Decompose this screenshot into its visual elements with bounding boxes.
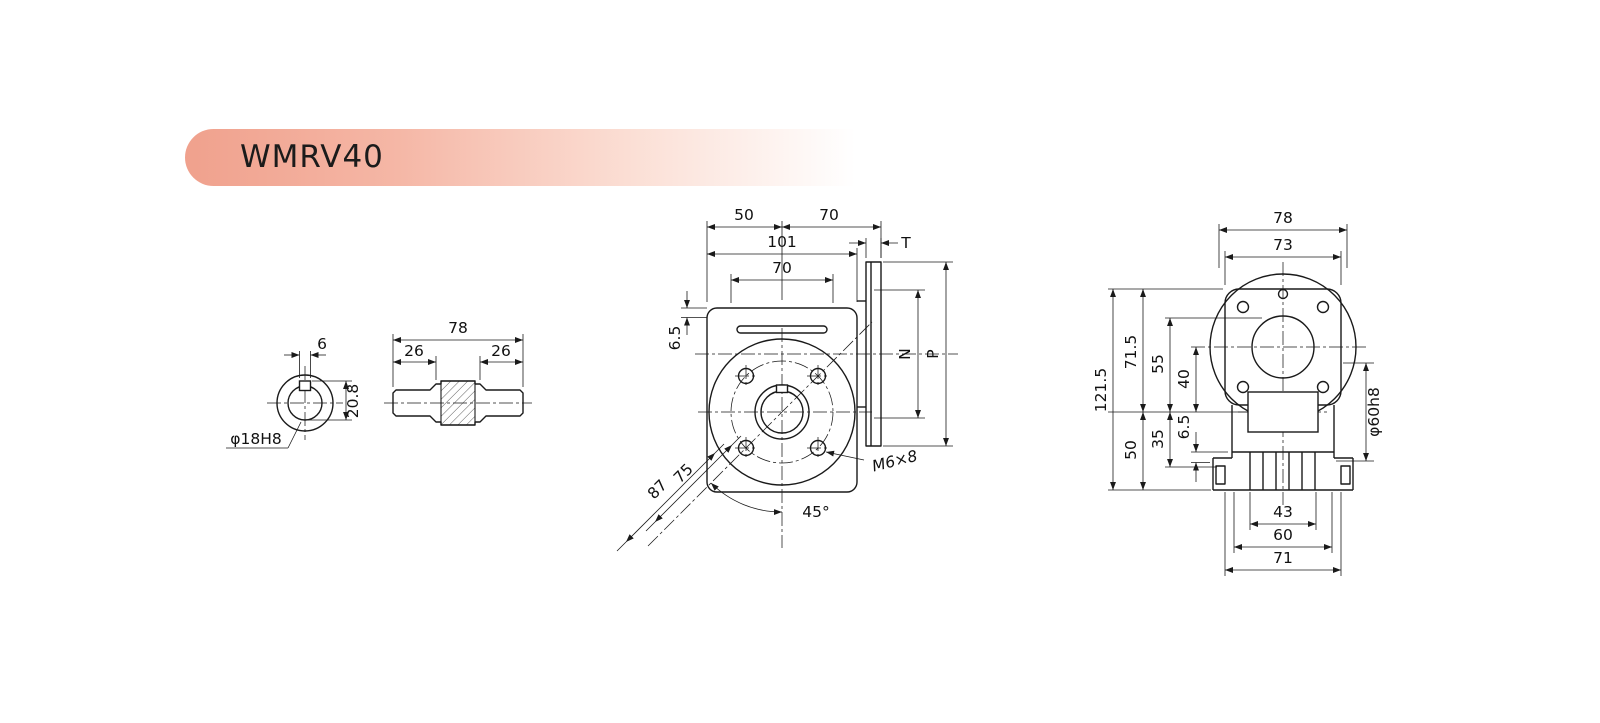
output-keyway bbox=[775, 384, 789, 394]
dim-front-N: N bbox=[896, 348, 914, 360]
tap-label: M6×8 bbox=[870, 447, 919, 476]
dim-front-T: T bbox=[900, 234, 911, 252]
dim-front-75: 75 bbox=[670, 460, 697, 487]
worm-section-hatch bbox=[440, 380, 476, 426]
model-title: WMRV40 bbox=[240, 139, 384, 175]
dim-keyway-depth: 20.8 bbox=[344, 384, 362, 419]
gearbox-side-view: 78 73 121.5 71.5 50 55 35 bbox=[1092, 209, 1383, 576]
dim-front-50: 50 bbox=[734, 206, 754, 224]
dim-front-70-top: 70 bbox=[819, 206, 839, 224]
bolt-circle bbox=[730, 360, 834, 464]
dim-front-P: P bbox=[924, 349, 942, 358]
foot-slot bbox=[1215, 465, 1226, 485]
dim-keyway-width: 6 bbox=[317, 335, 327, 353]
output-hub-block bbox=[1247, 391, 1319, 433]
dim-side-78: 78 bbox=[1273, 209, 1293, 227]
top-slot bbox=[736, 325, 828, 334]
dim-side-43: 43 bbox=[1273, 503, 1293, 521]
flange-bolt-hole bbox=[1236, 380, 1250, 394]
gearbox-front-view: 50 70 101 70 6.5 T bbox=[616, 206, 958, 552]
dim-front-angle: 45° bbox=[802, 503, 829, 521]
dim-front-87: 87 bbox=[644, 476, 671, 503]
dim-shaft-right: 26 bbox=[491, 342, 511, 360]
dim-side-35: 35 bbox=[1149, 429, 1167, 449]
top-screw-hole bbox=[1277, 288, 1289, 300]
flange-bolt-hole bbox=[1236, 300, 1250, 314]
dim-side-6-5: 6.5 bbox=[1175, 415, 1193, 440]
foot-slot bbox=[1340, 465, 1351, 485]
dim-side-71: 71 bbox=[1273, 549, 1293, 567]
gearbox-body bbox=[706, 307, 858, 493]
dim-bore-dia: φ18H8 bbox=[230, 430, 281, 448]
dim-side-55: 55 bbox=[1149, 354, 1167, 374]
dim-side-60: 60 bbox=[1273, 526, 1293, 544]
dim-side-40: 40 bbox=[1175, 369, 1193, 389]
dim-side-71-5: 71.5 bbox=[1122, 335, 1140, 370]
dim-side-121-5: 121.5 bbox=[1092, 368, 1110, 412]
dim-side-hub-dia: φ60h8 bbox=[1365, 387, 1383, 437]
dim-front-101: 101 bbox=[767, 233, 797, 251]
flange-bolt-hole bbox=[1316, 300, 1330, 314]
dim-shaft-left: 26 bbox=[404, 342, 424, 360]
bore-section-view: 6 20.8 φ18H8 bbox=[226, 335, 362, 449]
shaft-outer-circle bbox=[276, 374, 334, 432]
dim-shaft-length: 78 bbox=[448, 319, 468, 337]
dim-front-6-5: 6.5 bbox=[666, 326, 684, 351]
flange-bolt-hole bbox=[1316, 380, 1330, 394]
worm-shaft-view: 78 26 26 bbox=[384, 319, 532, 426]
dim-side-73: 73 bbox=[1273, 236, 1293, 254]
dim-side-50: 50 bbox=[1122, 440, 1140, 460]
output-flange-face bbox=[708, 338, 856, 486]
keyway-notch bbox=[298, 380, 312, 392]
dim-front-70-flange: 70 bbox=[772, 259, 792, 277]
title-banner: WMRV40 bbox=[185, 129, 947, 186]
input-bore bbox=[1251, 315, 1315, 379]
input-flange-plate bbox=[865, 261, 882, 447]
